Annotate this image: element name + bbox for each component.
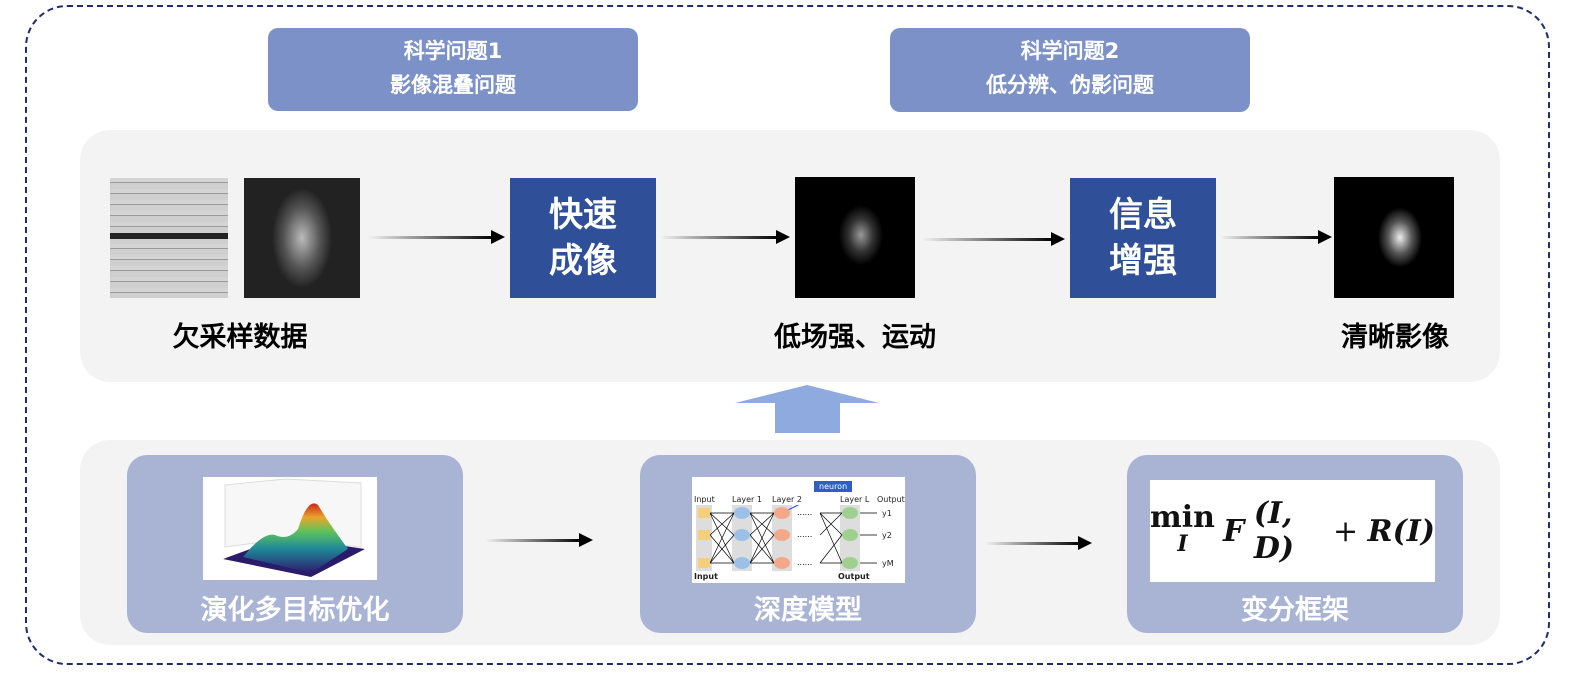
formula-R: R bbox=[1367, 513, 1393, 549]
svg-text:......: ...... bbox=[797, 558, 812, 567]
nn-output-label: Output bbox=[877, 495, 905, 504]
clear-image-label: 清晰影像 bbox=[1341, 322, 1449, 353]
arrow-right bbox=[485, 533, 593, 547]
nn-input-bottom: Input bbox=[694, 572, 718, 581]
formula-F: F bbox=[1222, 513, 1245, 549]
evolutionary-optimization-label: 演化多目标优化 bbox=[200, 595, 390, 626]
dashed-frame bbox=[25, 5, 1550, 665]
arrow-right bbox=[922, 232, 1065, 246]
svg-text:......: ...... bbox=[797, 530, 812, 539]
neuron-tag: neuron bbox=[814, 481, 853, 492]
nn-output-bottom: Output bbox=[838, 572, 870, 581]
up-arrow-stem bbox=[775, 403, 840, 433]
formula-args: (I, D) bbox=[1253, 496, 1295, 566]
fast-imaging-line1: 快速 bbox=[549, 195, 617, 235]
info-enhance-line2: 增强 bbox=[1109, 241, 1177, 281]
formula-rarg: (I) bbox=[1392, 513, 1435, 549]
arrow-right bbox=[368, 230, 505, 244]
surface-plot-image bbox=[203, 477, 377, 580]
formula-sub: I bbox=[1177, 531, 1188, 557]
aliased-mri-image bbox=[244, 178, 360, 298]
formula-box: min I F (I, D) + R (I) bbox=[1150, 480, 1435, 582]
nn-input-label: Input bbox=[694, 495, 715, 504]
undersampled-data-label: 欠采样数据 bbox=[172, 322, 308, 353]
question-1-subtitle: 影像混叠问题 bbox=[390, 73, 516, 97]
up-arrow-head bbox=[735, 385, 879, 403]
nn-graph: .................. bbox=[696, 505, 877, 571]
neural-network-image: neuron Input Layer 1 Layer 2 Layer L Out… bbox=[692, 477, 905, 583]
variational-framework-label: 变分框架 bbox=[1241, 595, 1349, 626]
low-field-motion-label: 低场强、运动 bbox=[774, 322, 936, 353]
question-2-subtitle: 低分辨、伪影问题 bbox=[986, 73, 1154, 97]
deep-model-card: neuron Input Layer 1 Layer 2 Layer L Out… bbox=[640, 455, 976, 633]
question-2-box: 科学问题2 低分辨、伪影问题 bbox=[890, 28, 1250, 112]
fast-imaging-box: 快速成像 bbox=[510, 178, 656, 298]
nn-layer2-label: Layer 2 bbox=[772, 495, 802, 504]
low-field-mri-image bbox=[795, 177, 915, 298]
arrow-right bbox=[985, 536, 1092, 550]
arrow-right bbox=[1220, 230, 1332, 244]
arrow-right bbox=[660, 230, 790, 244]
fast-imaging-line2: 成像 bbox=[549, 241, 617, 281]
nn-yM: yM bbox=[882, 559, 894, 568]
nn-y1: y1 bbox=[882, 509, 892, 518]
clear-mri-image bbox=[1334, 177, 1454, 298]
question-2-title: 科学问题2 bbox=[1020, 39, 1120, 63]
nn-layerL-label: Layer L bbox=[840, 495, 870, 504]
variational-framework-card: min I F (I, D) + R (I) 变分框架 bbox=[1127, 455, 1463, 633]
kspace-image bbox=[110, 178, 228, 298]
info-enhance-box: 信息增强 bbox=[1070, 178, 1216, 298]
deep-model-label: 深度模型 bbox=[754, 595, 862, 626]
formula-min: min bbox=[1150, 500, 1215, 535]
question-1-box: 科学问题1 影像混叠问题 bbox=[268, 28, 638, 111]
svg-text:......: ...... bbox=[797, 508, 812, 517]
formula-plus: + bbox=[1332, 513, 1359, 549]
question-1-title: 科学问题1 bbox=[403, 39, 503, 63]
evolutionary-optimization-card: 演化多目标优化 bbox=[127, 455, 463, 633]
nn-y2: y2 bbox=[882, 531, 892, 540]
nn-layer1-label: Layer 1 bbox=[732, 495, 762, 504]
info-enhance-line1: 信息 bbox=[1109, 195, 1177, 235]
